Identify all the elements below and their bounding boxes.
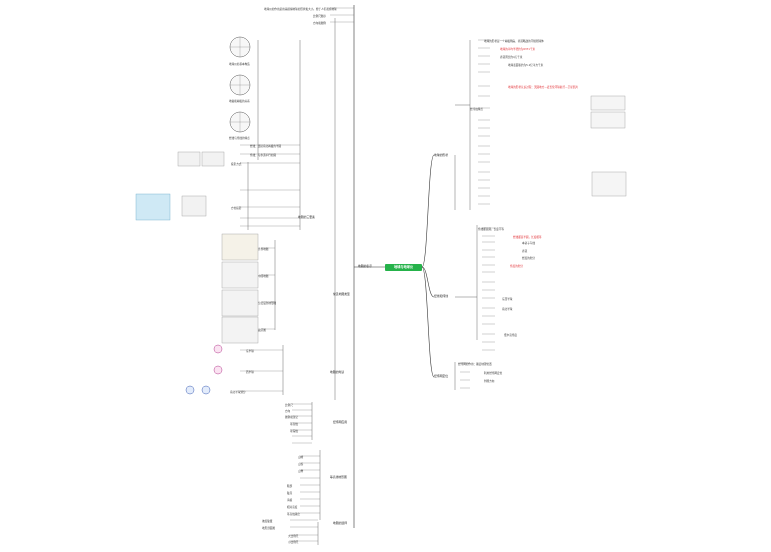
node-text: 比例尺: [285, 404, 293, 407]
right-branch-curve: [421, 266, 435, 378]
projection-thumbnail: [201, 151, 225, 167]
left-branch-label[interactable]: 地图的判读: [330, 370, 344, 374]
terrain-thumbnail: [590, 111, 626, 129]
node-text: 地球仪的作用是用来模拟地球的形状和大小，便于人们观察地球: [264, 8, 337, 11]
left-branch-label[interactable]: 常见地图类型: [333, 292, 350, 296]
node-text: 方位投影: [231, 207, 242, 210]
world-map-thumbnail: [221, 261, 259, 289]
node-text: 低中高纬度: [504, 334, 517, 337]
world-map-thumbnail: [221, 289, 259, 317]
node-text: 经线与纬线的特点: [229, 137, 250, 140]
left-branch-label[interactable]: 经纬网应用: [333, 420, 347, 424]
right-branch-label[interactable]: 地球的形状: [434, 153, 448, 157]
globe-orbit-thumbnail: [591, 171, 627, 197]
node-text: 陡崖: [287, 492, 293, 495]
node-text: 经纬线特点: [470, 108, 483, 111]
world-map-thumbnail: [221, 316, 259, 344]
right-branch-curve: [421, 266, 435, 298]
hemisphere-icon: [185, 385, 195, 395]
node-text: 地球的形状是一个两极稍扁、赤道略鼓的不规则球体: [484, 40, 544, 43]
node-text: 纬度的划分: [510, 265, 523, 268]
node-text: 地轴和两极的关系: [229, 100, 250, 103]
node-text: 地球的形状认识过程：天圆地方—麦哲伦环球航行—卫星照片: [508, 86, 579, 89]
node-text: 山谷: [298, 463, 304, 466]
node-text: 西半球: [246, 371, 254, 374]
node-text: 世界地图: [258, 248, 269, 251]
node-text: 东西半球: [502, 298, 513, 301]
node-text: 大比例尺: [288, 535, 299, 538]
node-text: 山脊: [298, 470, 304, 473]
projection-thumbnail: [181, 195, 207, 217]
node-text: 赤道周长约4万千米: [500, 56, 523, 59]
node-text: 经纬网的作用：确定地理位置: [458, 363, 492, 366]
left-branch-label[interactable]: 地图的表示: [358, 264, 372, 268]
terrain-thumbnail: [590, 95, 626, 111]
right-branch-label[interactable]: 经纬网定位: [434, 374, 448, 378]
node-text: 经线：连接南北两极的半圆: [250, 145, 282, 148]
hemisphere-icon: [213, 365, 223, 375]
node-text: 图例和注记: [285, 416, 298, 419]
node-text: 纬线都是圆，长度不等: [478, 228, 504, 231]
left-branch-label[interactable]: 等高线地形图: [330, 475, 347, 479]
node-text: 等深线: [290, 430, 298, 433]
node-text: 地球仪的基本构造: [229, 63, 250, 66]
node-text: 判断方向: [484, 380, 495, 383]
node-text: 东半球: [246, 350, 254, 353]
node-text: 方向和图例: [313, 22, 326, 25]
hemisphere-icon: [201, 385, 211, 395]
node-text: 鞍部: [287, 485, 293, 488]
node-text: 投影方式: [231, 163, 242, 166]
node-text: 赤道: [522, 250, 528, 253]
node-text: 山峰: [298, 456, 304, 459]
node-text: 相对高度: [287, 506, 298, 509]
node-text: 方向: [285, 410, 291, 413]
node-text: 地形剖面图: [262, 527, 275, 530]
left-branch-label[interactable]: 地图的选择: [333, 521, 347, 525]
node-text: 南北半球: [502, 308, 513, 311]
node-text: 本初子午线: [522, 242, 535, 245]
node-text: 等高线: [290, 423, 298, 426]
node-text: 地球的平均半径约为6371千米: [500, 48, 536, 51]
root-node[interactable]: 地球与地球仪: [385, 264, 422, 271]
projection-thumbnail: [135, 193, 171, 221]
right-branch-label[interactable]: 经线和纬线: [434, 294, 448, 298]
node-text: 中国地图: [258, 275, 269, 278]
world-map-thumbnail: [221, 233, 259, 261]
node-text: 纬线：与赤道平行的圆: [250, 154, 276, 157]
node-text: 利用经纬网定位: [484, 372, 503, 375]
left-branch-label[interactable]: 地图的三要素: [298, 215, 315, 219]
node-text: 坡度陡缓: [262, 520, 273, 523]
node-text: 政区图: [258, 329, 266, 332]
right-branch-curve: [421, 154, 435, 268]
projection-thumbnail: [177, 151, 201, 167]
hemisphere-icon: [213, 344, 223, 354]
node-text: 分层设色地形图: [258, 302, 277, 305]
node-text: 经线都是半圆，长度相等: [513, 236, 542, 239]
node-text: 地球表面积约为5.1亿平方千米: [508, 64, 544, 67]
node-text: 比例尺图示: [313, 15, 326, 18]
node-text: 等高线疏密: [287, 513, 300, 516]
node-text: 经度的划分: [522, 257, 535, 260]
node-text: 小比例尺: [288, 541, 299, 544]
node-text: 南北半球划分: [230, 391, 246, 394]
node-text: 海拔: [287, 499, 293, 502]
